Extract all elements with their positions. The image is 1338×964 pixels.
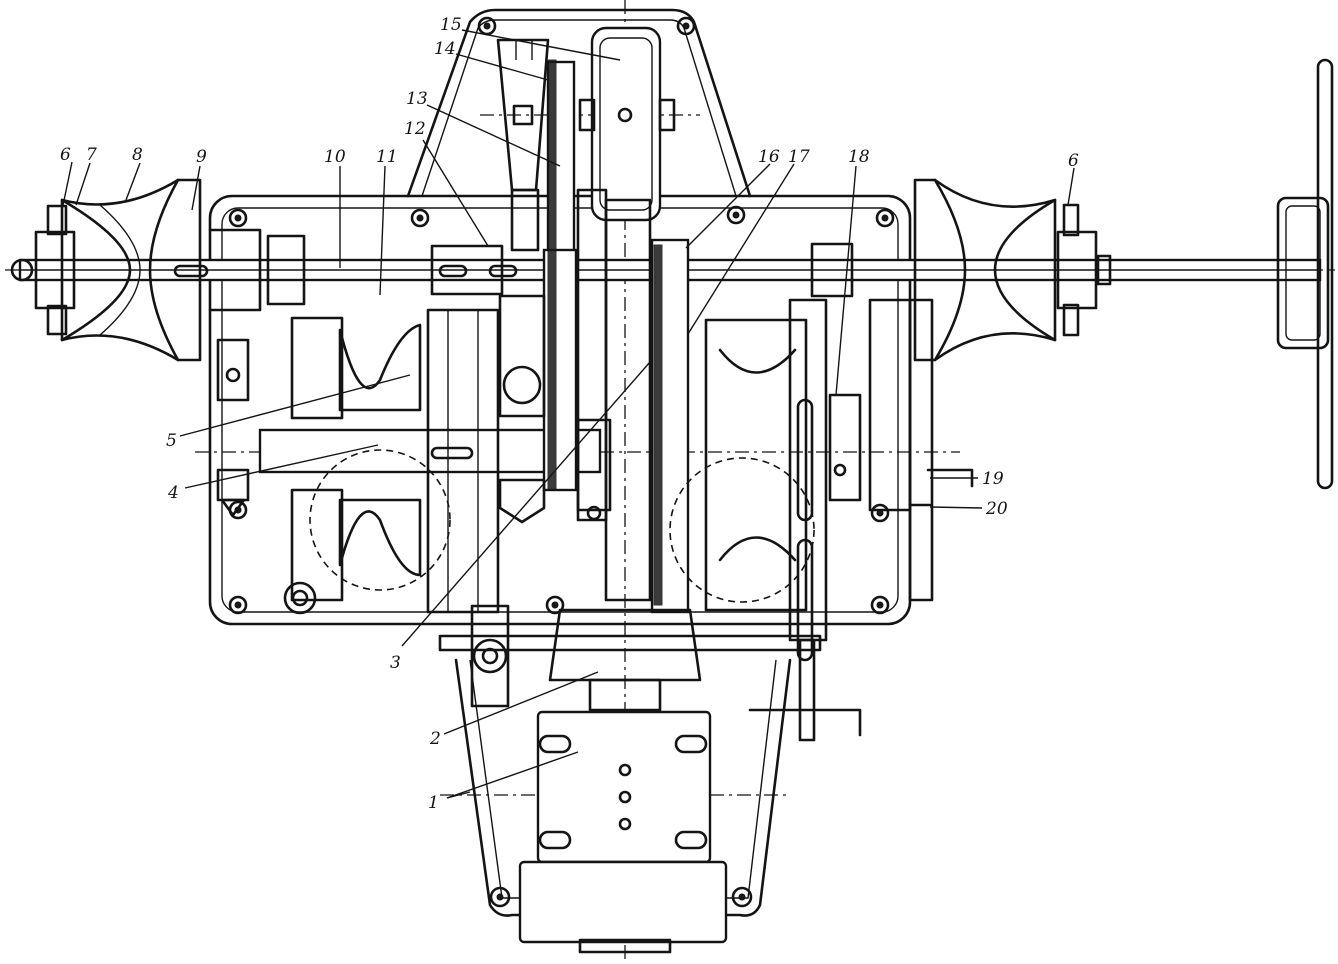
handwheel: [1276, 58, 1334, 490]
callout-13: 13: [406, 89, 428, 109]
callout-2: 2: [429, 729, 441, 749]
callout-12: 12: [404, 119, 426, 139]
callout-6-right: 6: [1068, 151, 1079, 171]
callout-5: 5: [166, 431, 177, 451]
callout-6-left: 6: [60, 145, 71, 165]
callout-15: 15: [440, 15, 462, 35]
right-sheave: [669, 298, 974, 742]
callout-7: 7: [86, 145, 97, 165]
callout-17: 17: [788, 147, 810, 167]
left-spool: [10, 178, 262, 517]
callout-9: 9: [196, 147, 207, 167]
callout-20: 20: [985, 499, 1008, 519]
right-spool: [913, 178, 1112, 362]
callout-1: 1: [428, 793, 439, 813]
callout-3: 3: [390, 653, 401, 673]
callouts: 1 2 3 4 5 6 7 8 9 10 11 12 13 14 15 16 1…: [60, 15, 1079, 813]
callout-11: 11: [376, 147, 398, 167]
central-gears: [498, 59, 690, 614]
callout-16: 16: [758, 147, 780, 167]
callout-8: 8: [132, 145, 143, 165]
motor-unit: [438, 604, 822, 954]
callout-10: 10: [324, 147, 346, 167]
leader-lines: [61, 29, 1075, 799]
callout-18: 18: [848, 147, 870, 167]
callout-19: 19: [982, 469, 1004, 489]
callout-4: 4: [167, 483, 179, 503]
callout-14: 14: [434, 39, 456, 59]
